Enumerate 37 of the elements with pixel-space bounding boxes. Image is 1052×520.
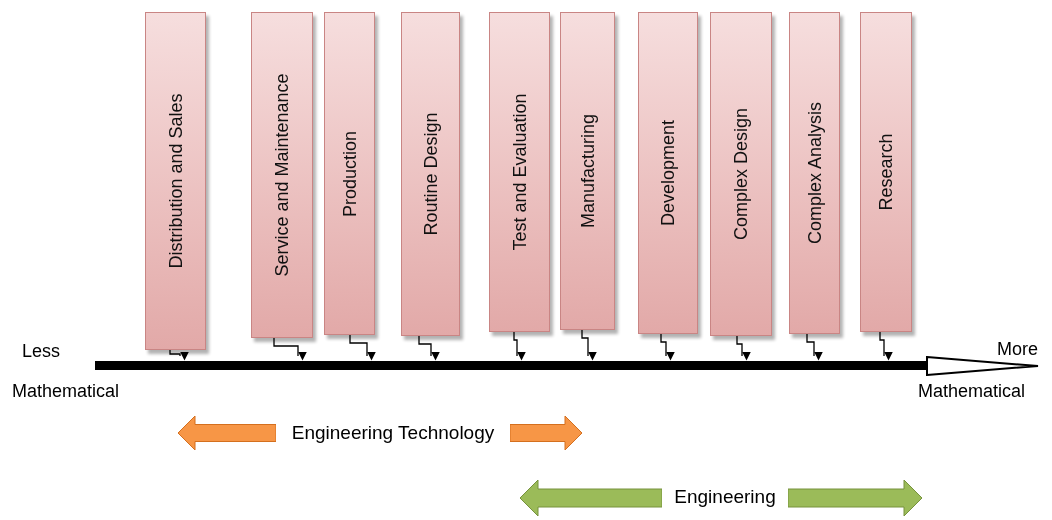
category-box <box>401 12 460 336</box>
category-label: Development <box>659 119 677 227</box>
axis-label: Mathematical <box>918 380 1026 403</box>
leader-arrow <box>660 333 675 361</box>
category-box <box>710 12 772 336</box>
category-label: Routine Design <box>421 112 440 236</box>
category-box <box>860 12 912 332</box>
category-label: Complex Design <box>732 107 750 241</box>
category-box <box>489 12 550 332</box>
range-label: Engineering <box>673 485 777 509</box>
leader-arrow <box>273 337 307 361</box>
leader-arrow <box>806 333 823 361</box>
leader-arrow <box>418 335 440 361</box>
category-label: Manufacturing <box>578 113 597 229</box>
category-box <box>251 12 313 338</box>
category-label: Production <box>340 130 359 217</box>
category-box <box>560 12 615 330</box>
category-box <box>324 12 375 335</box>
category-label: Distribution and Sales <box>166 93 185 269</box>
category-label: Complex Analysis <box>805 101 824 245</box>
category-box <box>789 12 840 334</box>
category-box <box>145 12 206 350</box>
leader-arrow <box>879 331 893 361</box>
range-label: Engineering Technology <box>290 421 496 445</box>
category-label: Test and Evaluation <box>510 93 529 251</box>
category-box <box>638 12 698 334</box>
axis-label: Mathematical <box>12 380 120 403</box>
category-label: Service and Maintenance <box>273 73 291 277</box>
leader-arrow <box>169 349 189 361</box>
leader-arrow <box>513 331 526 361</box>
leader-arrow <box>736 335 751 361</box>
axis-label: Less <box>22 340 61 363</box>
leader-arrow <box>581 329 597 361</box>
axis-arrow <box>95 356 1040 376</box>
axis-label: More <box>997 338 1038 361</box>
leader-arrow <box>349 334 376 361</box>
category-label: Research <box>877 133 895 211</box>
